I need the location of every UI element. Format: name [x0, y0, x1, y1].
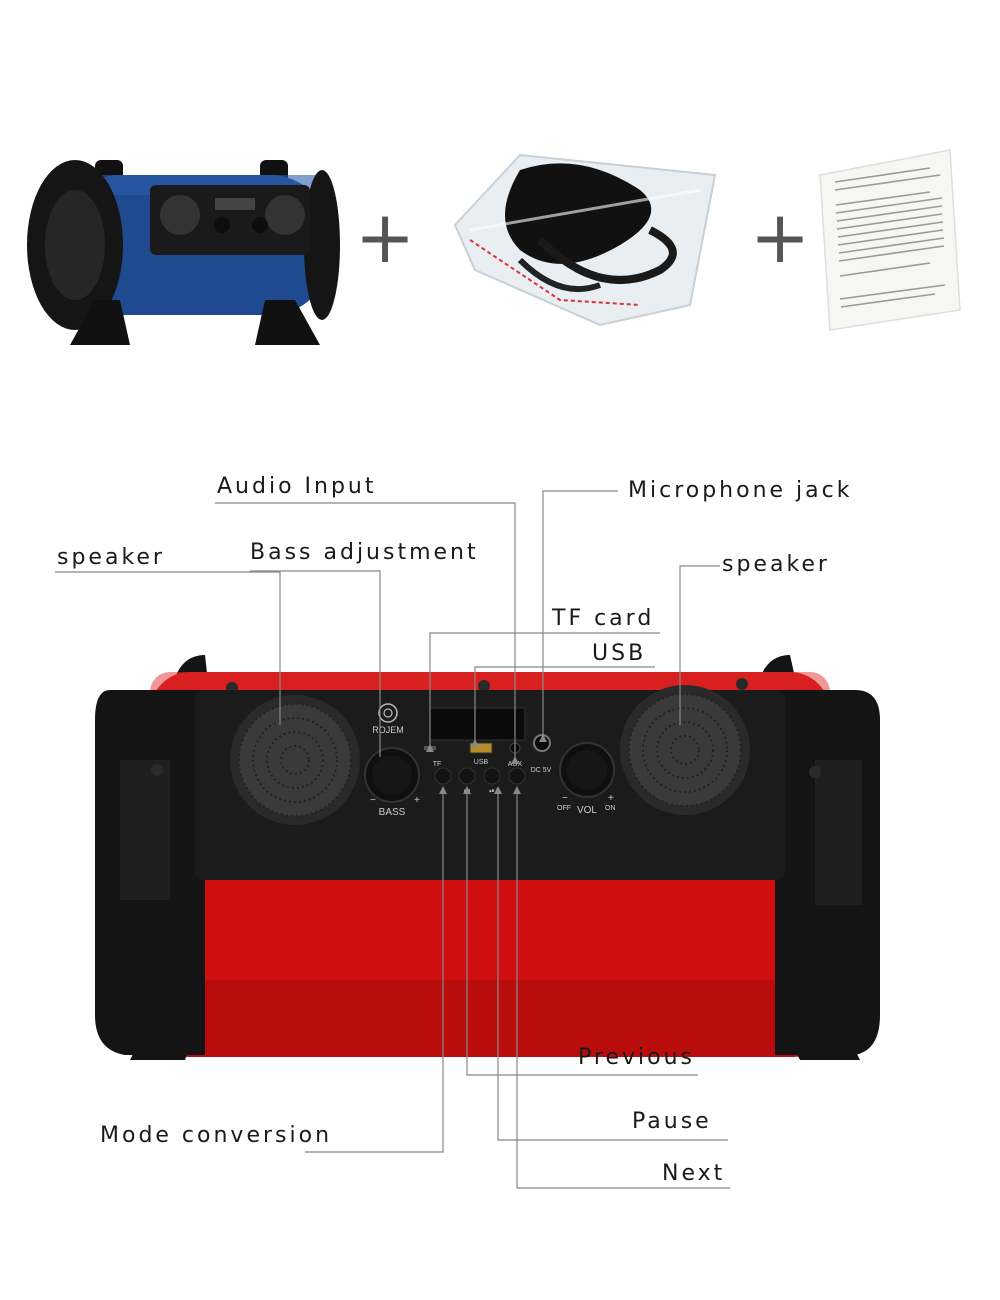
callout-microphone-jack: Microphone jack	[628, 478, 853, 503]
leader-usb	[474, 666, 655, 740]
arrow-audio	[511, 756, 519, 764]
vol-label: VOL	[577, 805, 597, 816]
microphone-jack[interactable]	[533, 734, 551, 752]
pause-button[interactable]	[483, 767, 501, 785]
brand-name: ROJEM	[372, 725, 404, 735]
arrow-next	[513, 786, 521, 794]
left-speaker-grille	[230, 695, 360, 825]
mode-button[interactable]	[434, 767, 452, 785]
aux-port-label: AUX	[508, 761, 523, 768]
leader-speaker-right	[679, 565, 720, 725]
bundle-contents: + +	[27, 149, 961, 345]
leader-pause	[497, 788, 728, 1141]
dc-label: DC 5V	[531, 767, 552, 774]
callout-mode-conversion: Mode conversion	[100, 1123, 333, 1148]
callout-bass-adjustment: Bass adjustment	[250, 540, 479, 565]
arrow-tf	[426, 744, 434, 752]
leader-mode-conversion	[305, 790, 444, 1153]
led-display	[429, 707, 526, 741]
vol-plus-label: +	[608, 793, 614, 804]
bass-minus-label: −	[370, 795, 376, 806]
arrow-mic	[539, 734, 547, 742]
right-speaker-grille	[620, 685, 750, 815]
bundle-speaker-image	[27, 160, 340, 345]
previous-button[interactable]	[458, 767, 476, 785]
arrow-previous	[463, 786, 471, 794]
next-button[interactable]	[508, 767, 526, 785]
usb-port-label: USB	[474, 759, 489, 766]
bundle-manual-image	[819, 149, 961, 331]
bass-plus-label: +	[414, 795, 420, 806]
arrow-pause	[494, 786, 502, 794]
tf-port-label: TF	[433, 761, 442, 768]
on-label: ON	[605, 805, 616, 812]
arrow-mode	[439, 786, 447, 794]
callout-previous: Previous	[578, 1045, 695, 1070]
plus-sign-1: +	[355, 195, 415, 279]
plus-sign-2: +	[750, 195, 810, 279]
bundle-cable-pack-image	[453, 153, 717, 327]
arrow-usb	[471, 739, 479, 747]
bass-label: BASS	[379, 807, 406, 818]
leader-microphone-jack	[542, 490, 618, 735]
callout-pause: Pause	[632, 1109, 712, 1134]
callout-usb: USB	[592, 641, 647, 666]
leader-speaker-left	[55, 571, 281, 725]
leader-tf-card	[429, 632, 660, 745]
callout-speaker-right: speaker	[722, 552, 830, 577]
usb-port[interactable]	[469, 742, 493, 754]
off-label: OFF	[557, 805, 571, 812]
bass-knob[interactable]	[364, 747, 420, 803]
callout-speaker-left: speaker	[57, 545, 165, 570]
vol-minus-label: −	[562, 793, 568, 804]
leader-audio-input	[215, 502, 516, 757]
playpause-glyph: ⏯	[489, 787, 495, 795]
volume-knob[interactable]	[559, 742, 615, 798]
brand-logo: ROJEM	[372, 703, 404, 735]
callout-tf-card: TF card	[552, 606, 655, 631]
callout-next: Next	[662, 1161, 726, 1186]
leader-next	[516, 788, 730, 1189]
callout-audio-input: Audio Input	[217, 474, 377, 499]
leader-previous	[466, 788, 698, 1076]
leader-bass-adjustment	[250, 570, 381, 757]
